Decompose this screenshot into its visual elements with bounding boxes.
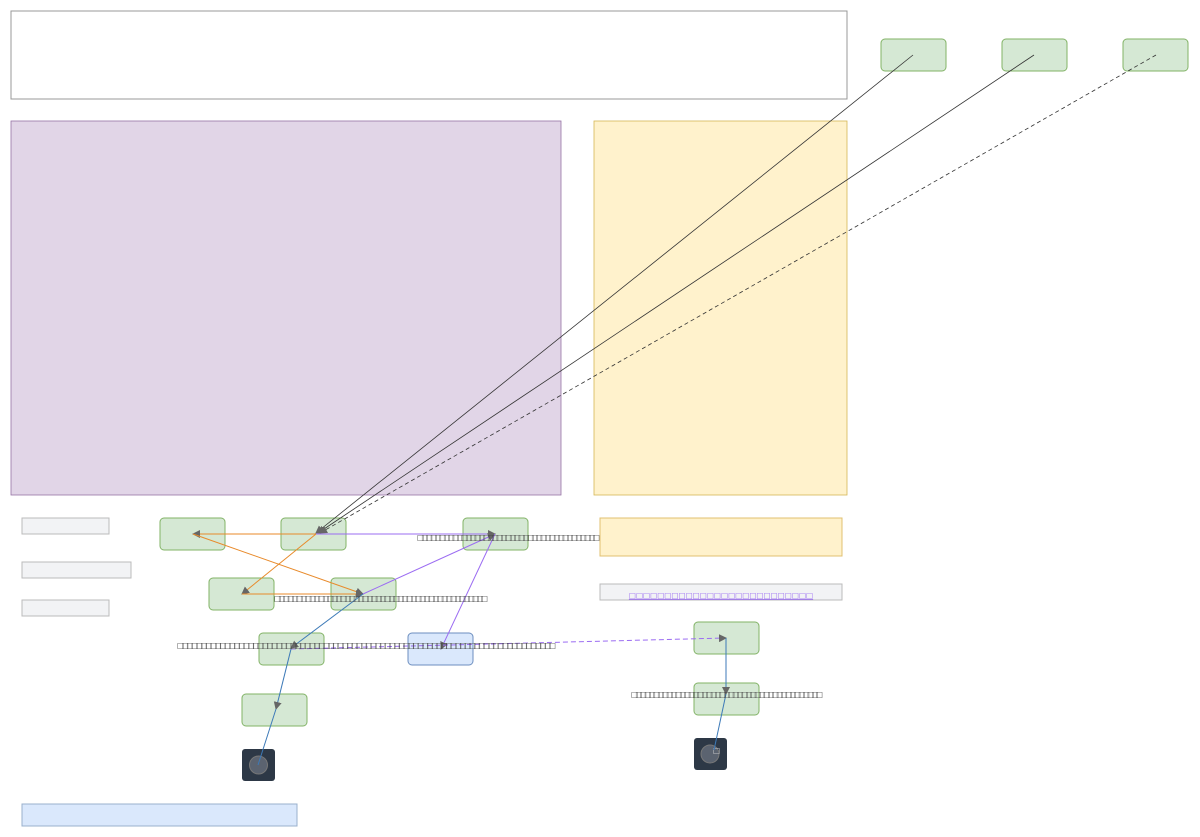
- legend-box-1: [21, 517, 110, 535]
- footer-bar: [21, 803, 298, 827]
- edge-e-to-f: [290, 593, 364, 649]
- node-top-1[interactable]: [880, 38, 947, 72]
- yellow-note: [599, 517, 843, 557]
- edge-f-to-i: [290, 634, 727, 650]
- edge-j-to-dark: [713, 693, 727, 751]
- legend-box-2: [21, 561, 132, 579]
- yellow-container: [593, 120, 848, 496]
- edge-c-to-g: [440, 533, 496, 650]
- purple-link-text[interactable]: □□□□□□□□□□□□□□□□□□□□□□□□□□: [629, 591, 813, 600]
- edge-top2-to-b: [317, 54, 1035, 534]
- purple-container: [10, 120, 562, 496]
- edge-a-to-e: [192, 533, 364, 596]
- edge-label-3: □□□□□□□□□□□□□□□□□□□□□□□□□□□□□□□□□□□□□□□□…: [177, 641, 556, 650]
- edge-b-to-d: [241, 533, 317, 595]
- edge-label-4: □□□□□□□□□□□□□□□□□□□□□□□□□□□□□□□□□□□□□□□□…: [631, 690, 823, 699]
- header-box: [10, 10, 848, 100]
- edge-e-to-c: [362, 533, 496, 595]
- node-top-2[interactable]: [1001, 38, 1068, 72]
- dark-node-right[interactable]: □: [694, 738, 727, 770]
- edge-dark-to-h: [257, 708, 277, 766]
- legend-box-3: [21, 599, 110, 617]
- edge-label-1: □□□□□□□□□□□□□□□□□□□□□□□□□□□□□□□□□□□□□□□□…: [417, 533, 600, 542]
- dark-node-glyph: □: [713, 746, 720, 755]
- edge-f-to-h: [273, 648, 292, 710]
- edge-label-2: □□□□□□□□□□□□□□□□□□□□□□□□□□□□□□□□□□□□□□□□…: [274, 594, 488, 603]
- node-h[interactable]: [241, 693, 308, 727]
- edge-top1-to-b: [315, 54, 914, 534]
- link-box[interactable]: [599, 583, 843, 601]
